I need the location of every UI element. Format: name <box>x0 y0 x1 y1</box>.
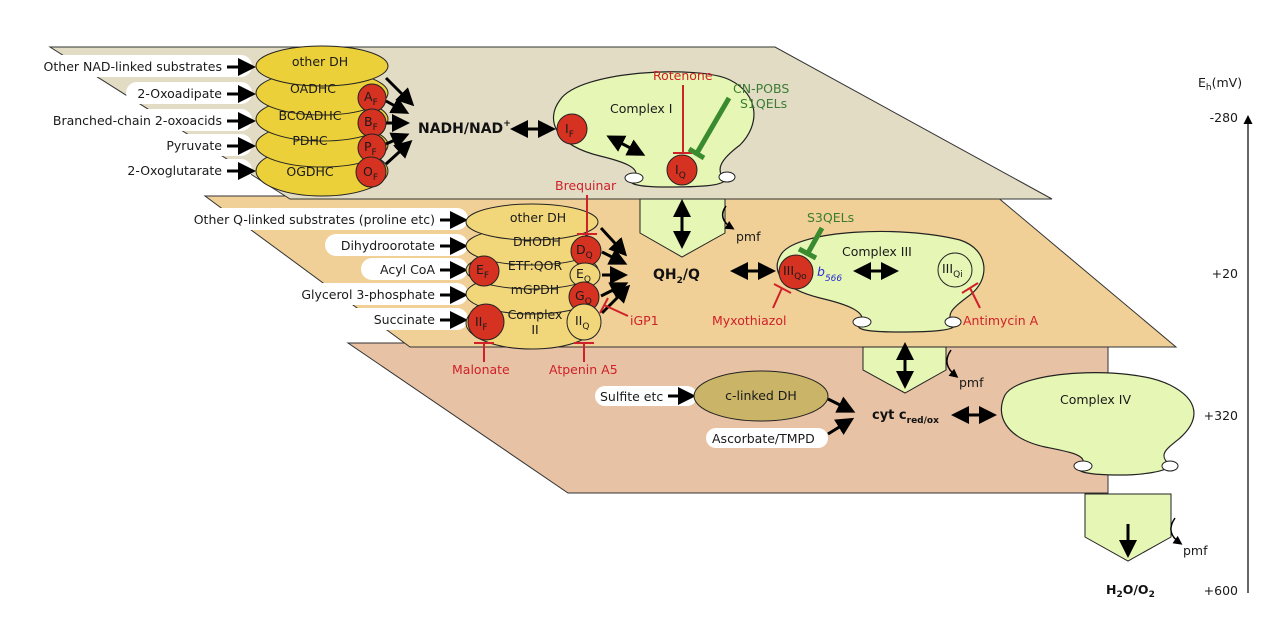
qh2-pool-label: QH2/Q <box>653 267 700 286</box>
inhibition-icon <box>673 85 693 154</box>
inhibitor-atpenin-a5: Atpenin A5 <box>549 362 618 377</box>
nad-enzymes: other DH OADHC BCOADHC PDHC OGDHC AF BF … <box>255 45 415 197</box>
site-of: OF <box>363 164 378 183</box>
enzyme-pdhc: PDHC <box>292 133 328 148</box>
site-iiq: IIQ <box>575 313 589 332</box>
enzyme-bcoadhc: BCOADHC <box>278 108 341 123</box>
complex-i-label: Complex I <box>610 101 673 116</box>
substrate-ascorbate-tmpd: Ascorbate/TMPD <box>712 431 815 446</box>
axis-tick-1: -280 <box>1210 110 1238 125</box>
h2o-o2-pool-label: H2O/O2 <box>1106 582 1155 600</box>
site-iif: IIF <box>475 314 488 333</box>
enzyme-other-dh: other DH <box>292 54 348 69</box>
substrate-sulfite: Sulfite etc <box>600 389 663 404</box>
enzyme-ogdhc: OGDHC <box>286 164 334 179</box>
axis-tick-2: +20 <box>1212 266 1238 281</box>
enzyme-dhodh: DHODH <box>513 234 561 249</box>
inhibition-icon <box>474 342 494 362</box>
complex-iv: Complex IV <box>1000 372 1195 476</box>
inhibitor-igp1: iGP1 <box>630 313 659 328</box>
axis-title: Eh(mV) <box>1198 75 1242 93</box>
axis-tick-3: +320 <box>1204 408 1238 423</box>
substrate-2-oxoadipate: 2-Oxoadipate <box>137 86 222 101</box>
enzyme-c-linked-dh: c-linked DH <box>725 388 797 403</box>
heme-b566: b566 <box>817 264 842 284</box>
complex-iii: Complex III IIIQo b566 IIIQi <box>776 230 985 333</box>
inhibition-icon <box>961 282 981 309</box>
enzyme-etf-qor: ETF:QOR <box>508 258 563 273</box>
enzyme-mgpdh: mGPDH <box>511 282 559 297</box>
pmf-label-2: pmf <box>959 375 984 390</box>
enzyme-oadhc: OADHC <box>290 81 336 96</box>
site-iii-qo: IIIQo <box>783 263 807 282</box>
enzyme-other-dh-q: other DH <box>510 210 566 225</box>
inhibition-icon <box>577 195 597 235</box>
inhibition-icon <box>599 297 629 317</box>
site-iq: IQ <box>675 162 686 181</box>
site-af: AF <box>364 89 378 108</box>
inhibition-icon <box>574 342 594 362</box>
inhibition-icon <box>772 283 792 309</box>
substrate-other-q: Other Q-linked substrates (proline etc) <box>194 212 435 227</box>
site-pf: PF <box>364 139 377 158</box>
substrate-glycerol-3-phosphate: Glycerol 3-phosphate <box>301 287 435 302</box>
substrate-2-oxoglutarate: 2-Oxoglutarate <box>127 163 222 178</box>
inhibitor-malonate: Malonate <box>452 362 510 377</box>
q-substrate-list: Other Q-linked substrates (proline etc) … <box>184 208 468 330</box>
pmf-label-1: pmf <box>736 229 761 244</box>
enzyme-complex-ii-line1: Complex <box>508 307 563 322</box>
suppressor-s1qels: S1QELs <box>740 96 787 111</box>
enzyme-complex-ii-line2: II <box>531 322 538 337</box>
substrate-succinate: Succinate <box>374 312 436 327</box>
site-gq: GQ <box>575 288 592 307</box>
site-if: IF <box>565 121 574 140</box>
site-ef: EF <box>476 262 489 281</box>
suppression-icon <box>687 96 732 161</box>
substrate-branched-chain: Branched-chain 2-oxoacids <box>53 113 222 128</box>
nadh-pool-label: NADH/NAD+ <box>418 119 511 137</box>
substrate-dihydroorotate: Dihydroorotate <box>341 238 435 253</box>
suppressor-s3qels: S3QELs <box>807 210 854 225</box>
site-bf: BF <box>364 114 378 133</box>
cyt-c-pool-label: cyt cred/ox <box>872 408 939 426</box>
c-linked-dh <box>693 370 829 422</box>
complex-iv-label: Complex IV <box>1060 392 1131 407</box>
site-iii-qi: IIIQi <box>942 261 963 280</box>
pmf-label-3: pmf <box>1183 543 1208 558</box>
q-enzymes: other DH DHODH ETF:QOR mGPDH Complex II … <box>465 203 631 350</box>
inhibitor-myxothiazol: Myxothiazol <box>712 313 786 328</box>
nad-substrate-list: Other NAD-linked substrates 2-Oxoadipate… <box>4 55 256 181</box>
inhibitor-antimycin-a: Antimycin A <box>963 313 1039 328</box>
suppressor-cn-pobs: CN-POBS <box>733 81 789 96</box>
site-eq: EQ <box>576 266 591 285</box>
inhibitor-brequinar: Brequinar <box>555 178 617 193</box>
substrate-acyl-coa: Acyl CoA <box>380 262 435 277</box>
substrate-pyruvate: Pyruvate <box>166 138 222 153</box>
inhibitor-rotenone: Rotenone <box>653 68 713 83</box>
axis-tick-4: +600 <box>1204 583 1238 598</box>
complex-iii-label: Complex III <box>842 244 912 259</box>
site-dq: DQ <box>576 242 593 261</box>
substrate-other-nad: Other NAD-linked substrates <box>44 59 222 74</box>
suppression-icon <box>797 226 825 261</box>
eh-axis: Eh(mV) -280 +20 +320 +600 <box>1198 75 1253 598</box>
